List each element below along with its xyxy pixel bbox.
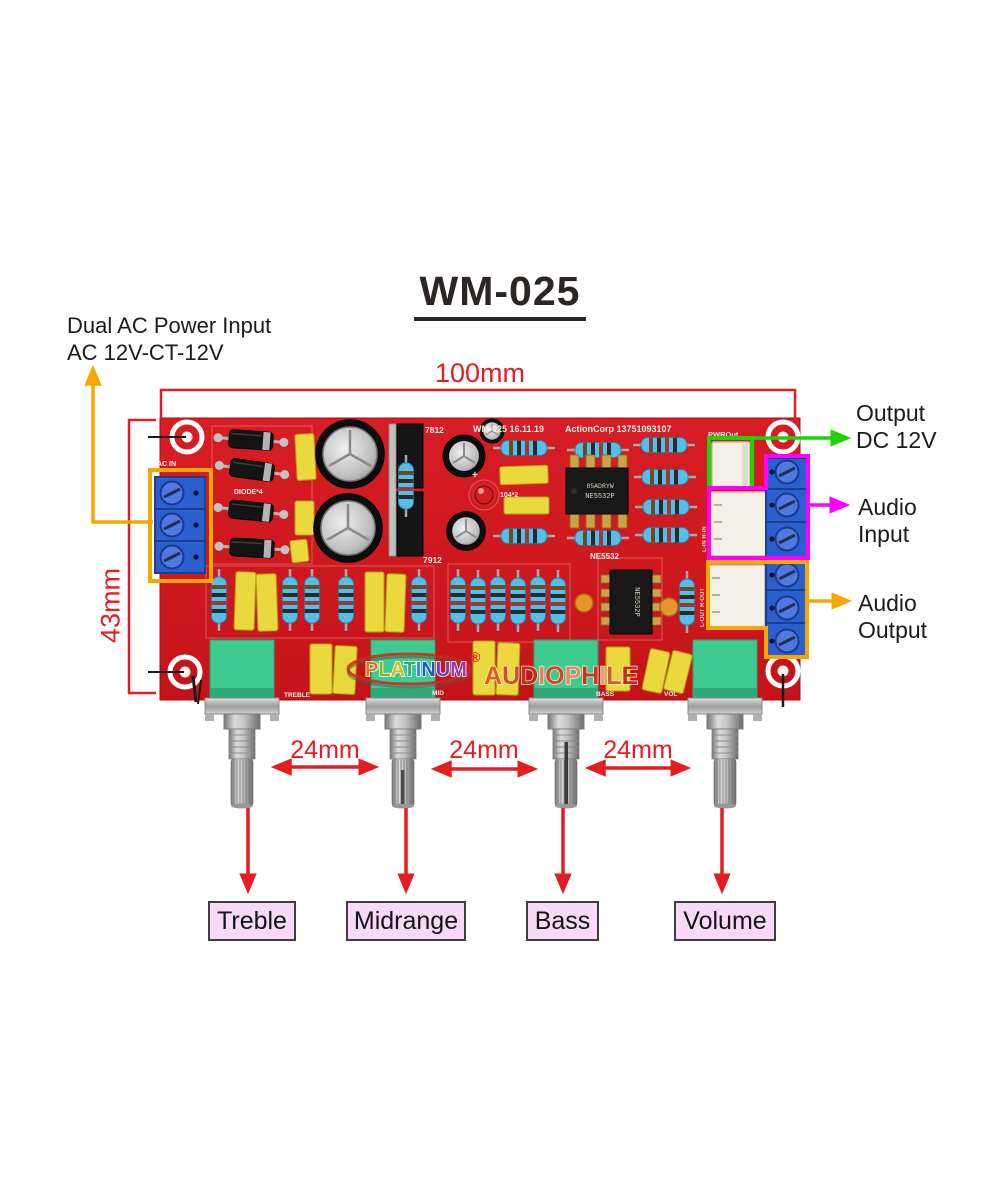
audio-in-terminal <box>765 457 809 558</box>
watermark-platinum: PLATINUM <box>365 659 467 681</box>
silk-vol: VOL <box>664 691 677 698</box>
dimension-bracket-height <box>127 418 156 695</box>
audio-input-line2: Input <box>858 521 910 547</box>
silk-bass: BASS <box>596 691 615 698</box>
power-input-label: Dual AC Power Input AC 12V-CT-12V <box>67 312 271 366</box>
knob-label-volume: Volume <box>674 901 776 941</box>
annotations <box>84 364 853 895</box>
spacing-label-3: 24mm <box>603 736 673 764</box>
silk-capcode: 104*2 <box>500 492 518 499</box>
power-out-connector <box>711 441 751 488</box>
audio-input-highlight-box <box>707 454 810 560</box>
audio-input-label: Audio Input <box>858 494 917 548</box>
opamp-ic2: NE5532P <box>600 569 662 635</box>
page-title-text: WM-025 <box>413 268 587 321</box>
silk-7812: 7812 <box>425 425 444 435</box>
audio-output-highlight-box <box>706 560 809 659</box>
silk-treble: TREBLE <box>284 692 311 699</box>
power-input-arrow <box>84 364 153 524</box>
hole-pointer-lines <box>148 436 785 707</box>
audio-out-connector <box>707 564 766 628</box>
silk-mid: MID <box>432 690 444 697</box>
small-capacitor <box>442 434 486 478</box>
silk-lout-rout: L-OUT R-OUT <box>700 588 706 627</box>
dc-output-line1: Output <box>856 400 926 426</box>
silk-model: WM-025 16.11.19 <box>473 424 544 434</box>
film-capacitors-left <box>289 433 317 564</box>
ic1-marking-line2: NE5532P <box>585 493 614 501</box>
watermark-audiophile: AUDIOPHILE <box>484 662 638 690</box>
page-title: WM-025 <box>0 268 1000 321</box>
film-capacitors-mid <box>499 464 550 515</box>
silk-7912: 7912 <box>423 555 442 565</box>
silkscreen-text: 7812 WM-025 16.11.19 ActionCorp 13751093… <box>157 424 739 699</box>
electrolytic-capacitor <box>312 492 384 564</box>
dc-output-line2: DC 12V <box>856 427 937 453</box>
silk-plus: + <box>472 470 478 481</box>
knob-label-treble: Treble <box>208 901 296 941</box>
watermark: PLATINUM ® AUDIOPHILE <box>346 649 639 691</box>
silk-pwrout: PWROut <box>708 430 739 439</box>
silk-maker: ActionCorp 13751093107 <box>565 424 672 434</box>
film-capacitors-bottom <box>233 571 693 696</box>
silk-diode: DIODE*4 <box>234 489 263 496</box>
silk-ne5532: NE5532 <box>590 552 619 561</box>
ic1-marking-line1: 85ADRYW <box>586 483 613 490</box>
electrolytic-capacitor <box>314 418 386 490</box>
audio-output-line2: Output <box>858 617 928 643</box>
dimension-bracket-width <box>159 388 797 419</box>
ceramic-capacitor <box>574 593 594 613</box>
ic2-marking: NE5532P <box>632 587 640 616</box>
small-capacitor <box>445 510 487 552</box>
resistor <box>397 453 415 519</box>
dimension-height-label: 43mm <box>95 568 126 644</box>
audio-output-label: Audio Output <box>858 590 927 644</box>
power-led <box>472 483 496 507</box>
audio-input-line1: Audio <box>858 494 917 520</box>
audio-out-terminal <box>765 556 809 657</box>
knob-label-bass: Bass <box>526 901 599 941</box>
dimension-width-label: 100mm <box>434 358 526 388</box>
silk-lin-rin: L-IN R-IN <box>702 526 708 552</box>
audio-output-line1: Audio <box>858 590 917 616</box>
potentiometers <box>204 639 763 809</box>
spacing-label-1: 24mm <box>290 736 360 764</box>
ac-input-terminal <box>154 476 206 574</box>
pcb-board: 85ADRYW NE5532P <box>148 417 809 809</box>
registered-icon: ® <box>470 649 481 665</box>
power-input-line1: Dual AC Power Input <box>67 313 272 338</box>
ceramic-capacitor <box>659 597 679 617</box>
dc-output-label: Output DC 12V <box>856 400 937 454</box>
power-input-highlight-box <box>148 468 213 583</box>
audio-in-connector <box>709 491 768 557</box>
spacing-label-2: 24mm <box>449 736 519 764</box>
opamp-ic1: 85ADRYW NE5532P <box>565 454 629 529</box>
power-input-line2: AC 12V-CT-12V <box>67 340 224 365</box>
silk-acin: AC IN <box>157 461 176 468</box>
knob-label-midrange: Midrange <box>346 901 466 941</box>
